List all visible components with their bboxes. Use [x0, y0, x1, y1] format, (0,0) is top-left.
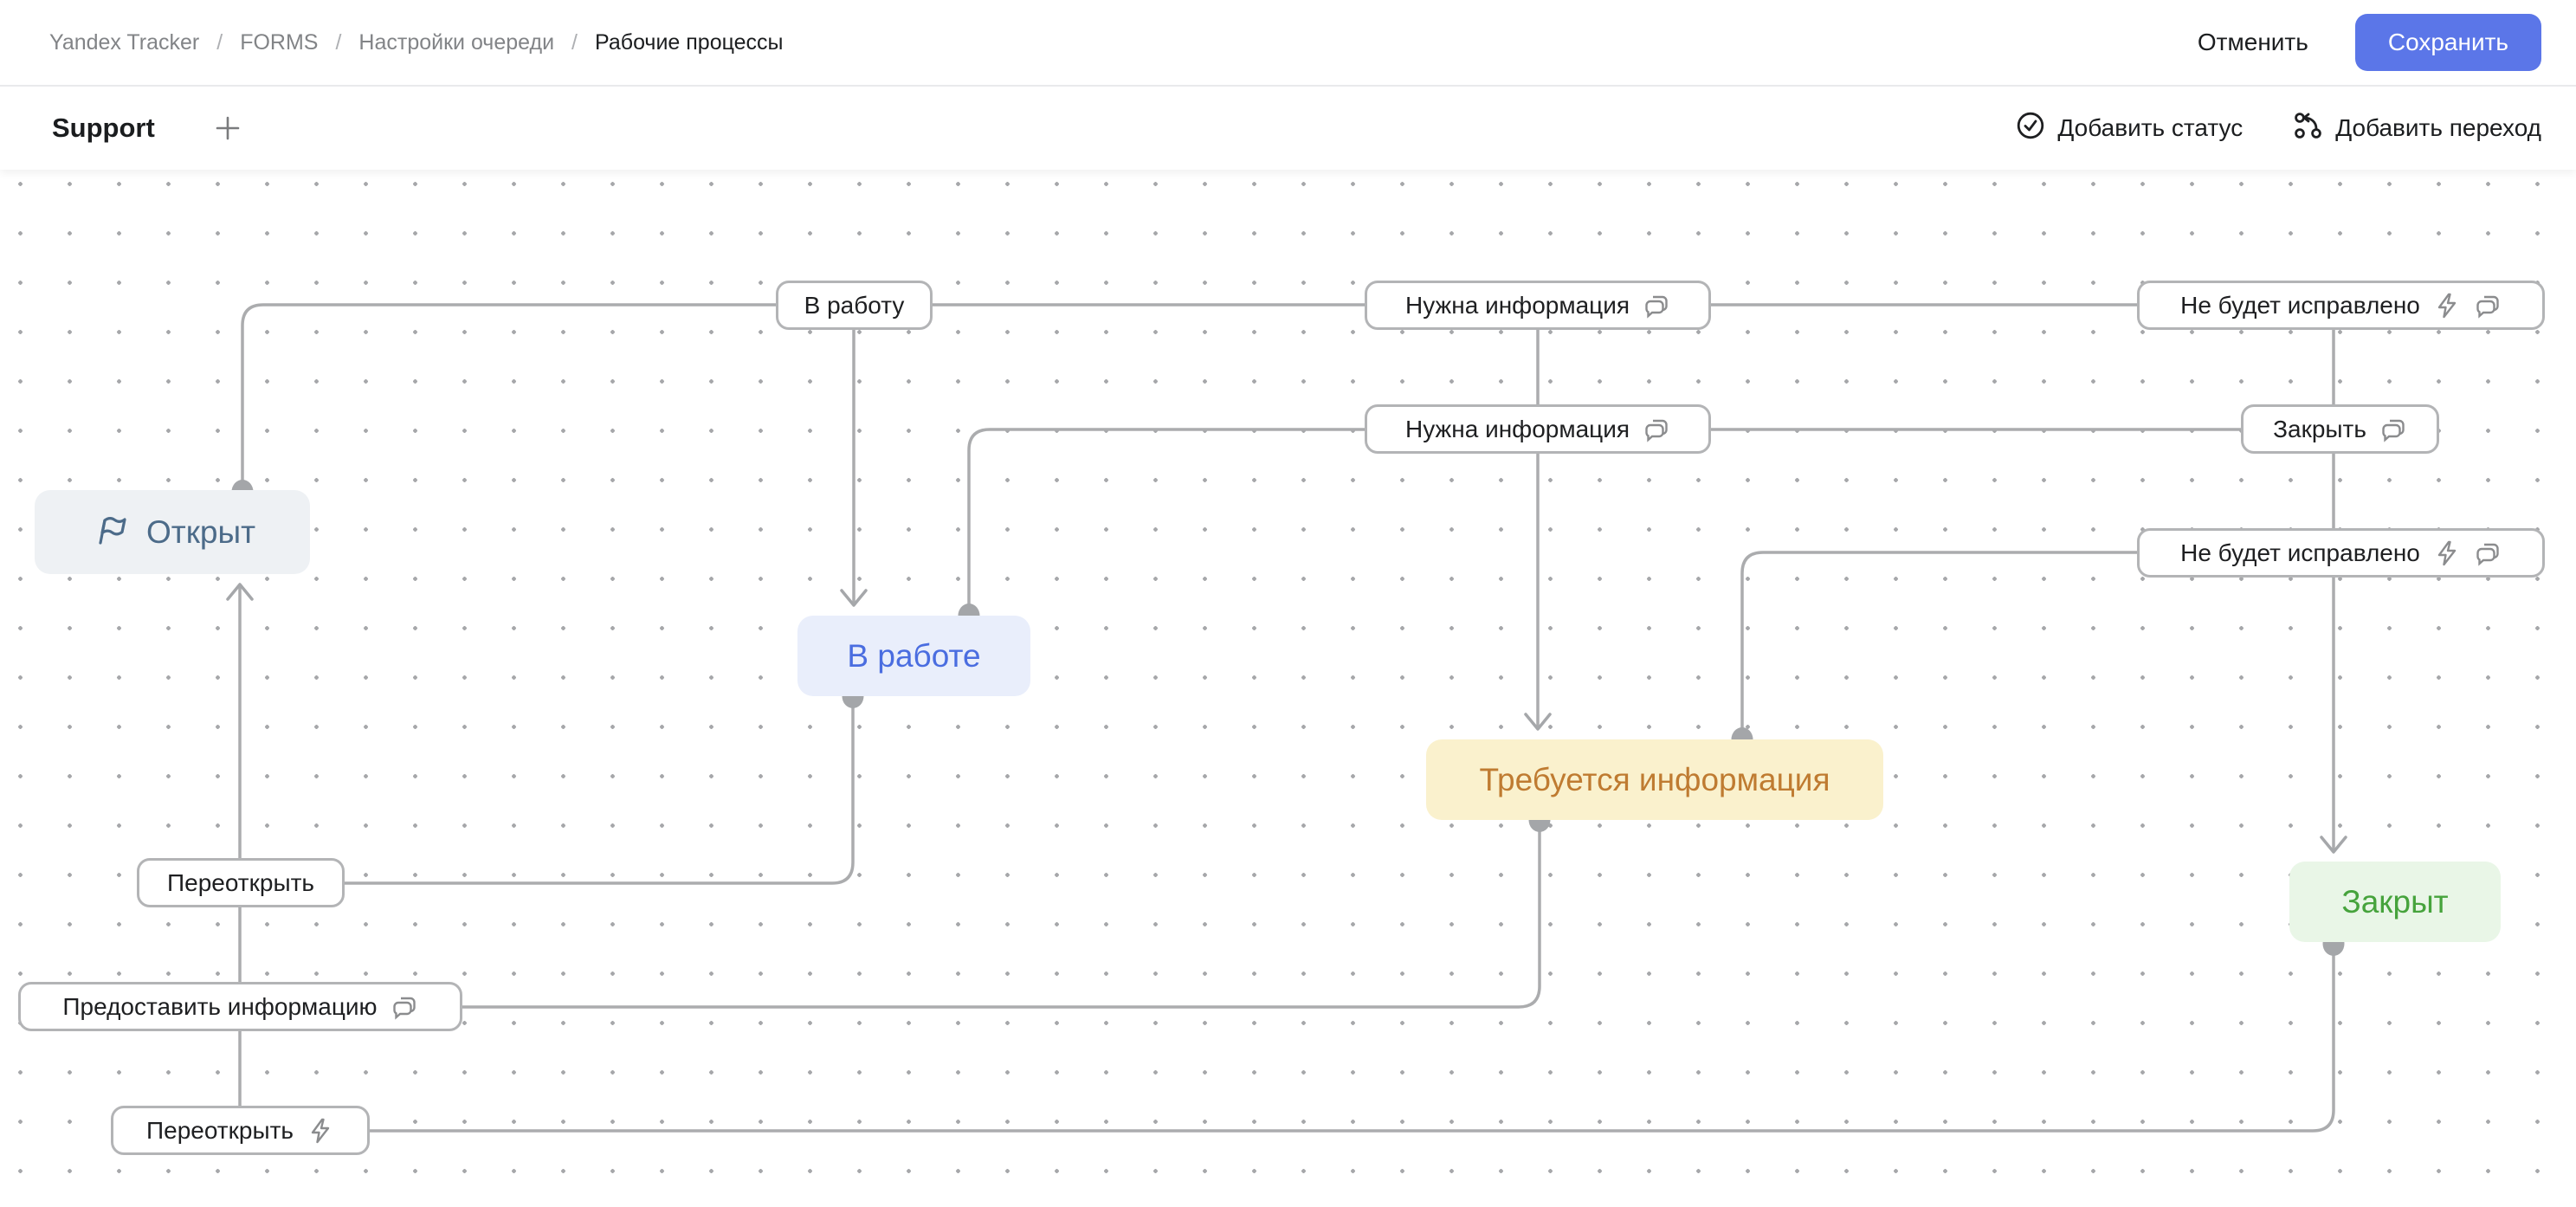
transition-label: Переоткрыть: [146, 1116, 294, 1144]
transition-label: Нужна информация: [1404, 291, 1630, 319]
edge[interactable]: [1740, 551, 2334, 739]
header-actions: Отменить Сохранить: [2198, 14, 2541, 71]
breadcrumb-separator: /: [216, 29, 223, 55]
transition-label: Закрыть: [2273, 415, 2366, 442]
toolbar: Support Добавить статус: [0, 87, 2576, 170]
lightning-icon: [2433, 539, 2461, 567]
cancel-button[interactable]: Отменить: [2197, 29, 2308, 55]
breadcrumb-item-queue-settings[interactable]: Настройки очереди: [358, 29, 555, 55]
workflow-canvas[interactable]: В работу Нужна информация Не будет испра…: [0, 170, 2576, 1207]
breadcrumb-item-workflows: Рабочие процессы: [595, 29, 784, 55]
lightning-icon: [307, 1117, 334, 1145]
transition-ne-budet-ispravleno-2[interactable]: Не будет исправлено: [2137, 528, 2545, 578]
add-status-button[interactable]: Добавить статус: [2015, 110, 2243, 147]
status-label: Закрыт: [2341, 883, 2449, 920]
transition-label: Нужна информация: [1404, 415, 1630, 442]
circle-check-icon: [2015, 110, 2046, 147]
chat-bubbles-icon: [2474, 539, 2502, 567]
workflow-tab-support[interactable]: Support: [52, 113, 155, 143]
chat-bubbles-icon: [2474, 292, 2502, 320]
edge[interactable]: [241, 303, 2335, 850]
transition-label: Предоставить информацию: [62, 992, 378, 1020]
transition-pereotkryt-1[interactable]: Переоткрыть: [137, 858, 345, 907]
branch-icon: [2293, 110, 2324, 147]
chat-bubbles-icon: [1643, 292, 1670, 320]
add-transition-button[interactable]: Добавить переход: [2293, 110, 2541, 147]
chat-bubbles-icon: [1643, 416, 1670, 443]
plus-icon: [216, 116, 240, 140]
chat-bubbles-icon: [2379, 416, 2407, 443]
transition-nuzhna-informaciya-1[interactable]: Нужна информация: [1365, 281, 1711, 330]
status-node-closed[interactable]: Закрыт: [2289, 862, 2501, 942]
status-node-in-progress[interactable]: В работе: [797, 616, 1030, 696]
status-label: Требуется информация: [1479, 761, 1830, 797]
save-button[interactable]: Сохранить: [2354, 14, 2541, 71]
chat-bubbles-icon: [391, 993, 418, 1021]
breadcrumb-item-tracker[interactable]: Yandex Tracker: [49, 29, 200, 55]
transition-label: Не будет исправлено: [2180, 539, 2420, 566]
edge[interactable]: [967, 428, 2334, 616]
arrowhead: [840, 589, 868, 607]
arrowhead: [226, 583, 254, 601]
status-label: Открыт: [145, 513, 256, 550]
status-node-need-info[interactable]: Требуется информация: [1426, 739, 1883, 820]
lightning-icon: [2433, 292, 2461, 320]
breadcrumb-separator: /: [571, 29, 578, 55]
breadcrumb-item-queue[interactable]: FORMS: [240, 29, 319, 55]
toolbar-actions: Добавить статус Добавить переход: [2015, 110, 2541, 147]
transition-ne-budet-ispravleno-1[interactable]: Не будет исправлено: [2137, 281, 2545, 330]
breadcrumb-separator: /: [335, 29, 342, 55]
header: Yandex Tracker / FORMS / Настройки очере…: [0, 0, 2576, 87]
flag-icon: [89, 513, 129, 552]
status-node-open[interactable]: Открыт: [35, 490, 310, 574]
edge[interactable]: [240, 696, 855, 885]
transition-pereotkryt-2[interactable]: Переоткрыть: [111, 1106, 370, 1155]
transition-v-rabotu[interactable]: В работу: [776, 281, 933, 330]
transition-nuzhna-informaciya-2[interactable]: Нужна информация: [1365, 404, 1711, 454]
transition-label: Не будет исправлено: [2180, 291, 2420, 319]
breadcrumb: Yandex Tracker / FORMS / Настройки очере…: [49, 30, 784, 55]
arrowhead: [1524, 713, 1552, 731]
add-transition-label: Добавить переход: [2335, 114, 2541, 141]
add-status-label: Добавить статус: [2057, 114, 2244, 141]
edge[interactable]: [240, 820, 1541, 1009]
edge[interactable]: [370, 944, 2335, 1133]
add-workflow-button[interactable]: [210, 111, 245, 145]
status-label: В работе: [847, 637, 981, 674]
transition-predostavit-informaciyu[interactable]: Предоставить информацию: [18, 982, 462, 1031]
transition-label: Переоткрыть: [167, 868, 314, 896]
transition-zakryt[interactable]: Закрыть: [2241, 404, 2439, 454]
transition-label: В работу: [804, 291, 905, 319]
workflow-tab-group: Support: [52, 111, 245, 145]
arrowhead: [2320, 836, 2347, 854]
